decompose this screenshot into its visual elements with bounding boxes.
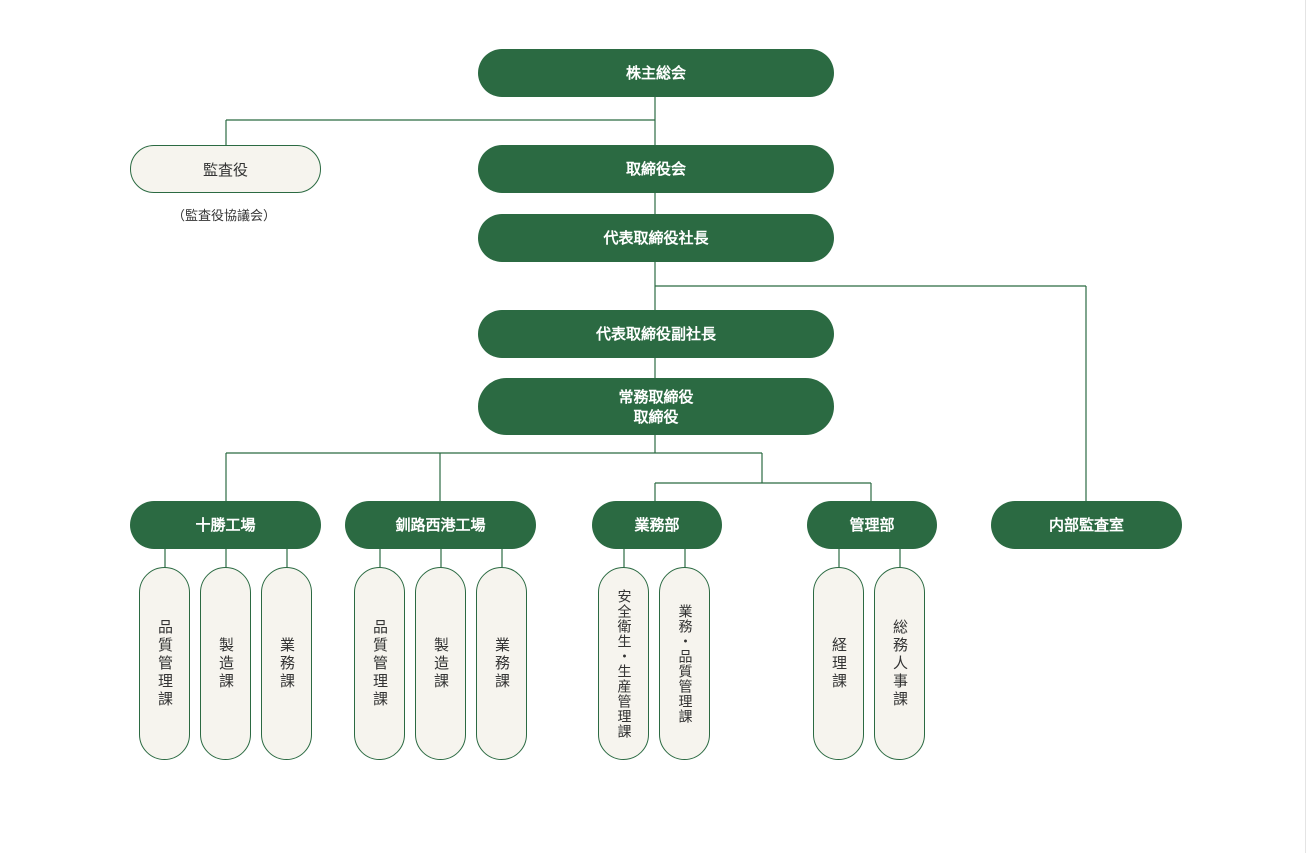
board-of-directors-label: 取締役会 (625, 160, 686, 178)
section-label: 品質管理課 (156, 618, 174, 709)
section-pill: 品質管理課 (139, 567, 190, 760)
section-pill: 安全衛生・生産管理課 (598, 567, 649, 760)
auditor-label: 監査役 (202, 160, 248, 179)
section-pill: 業務・品質管理課 (659, 567, 710, 760)
internal-audit-office-box: 内部監査室 (991, 501, 1182, 549)
director-label: 取締役 (633, 407, 679, 426)
section-label: 業務・品質管理課 (676, 603, 693, 724)
internal-audit-office-label: 内部監査室 (1048, 516, 1124, 534)
section-pill: 業務課 (476, 567, 527, 760)
managing-directors-box: 常務取締役 取締役 (478, 378, 834, 435)
administration-department-label: 管理部 (849, 516, 895, 534)
tokachi-factory-label: 十勝工場 (195, 516, 256, 534)
section-label: 安全衛生・生産管理課 (615, 588, 632, 739)
kushiro-nishiko-factory-label: 釧路西港工場 (395, 516, 486, 534)
auditor-box: 監査役 (130, 145, 321, 193)
section-pill: 経理課 (813, 567, 864, 760)
business-department-label: 業務部 (634, 516, 680, 534)
business-department-box: 業務部 (592, 501, 722, 549)
auditor-council-note: （監査役協議会） (172, 209, 277, 224)
section-pill: 業務課 (261, 567, 312, 760)
section-label: 総務人事課 (891, 618, 909, 709)
section-label: 製造課 (217, 636, 235, 691)
president-label: 代表取締役社長 (603, 229, 709, 247)
section-label: 品質管理課 (371, 618, 389, 709)
section-label: 業務課 (278, 636, 296, 691)
section-label: 業務課 (493, 636, 511, 691)
vice-president-label: 代表取締役副社長 (595, 325, 716, 343)
section-label: 製造課 (432, 636, 450, 691)
section-pill: 総務人事課 (874, 567, 925, 760)
shareholders-meeting-label: 株主総会 (625, 64, 686, 82)
shareholders-meeting-box: 株主総会 (478, 49, 834, 97)
president-box: 代表取締役社長 (478, 214, 834, 262)
vice-president-box: 代表取締役副社長 (478, 310, 834, 358)
section-pill: 品質管理課 (354, 567, 405, 760)
section-pill: 製造課 (200, 567, 251, 760)
kushiro-nishiko-factory-box: 釧路西港工場 (345, 501, 536, 549)
managing-director-label: 常務取締役 (618, 387, 694, 406)
page-edge-line (1305, 0, 1306, 853)
administration-department-box: 管理部 (807, 501, 937, 549)
section-label: 経理課 (830, 636, 848, 691)
section-pill: 製造課 (415, 567, 466, 760)
board-of-directors-box: 取締役会 (478, 145, 834, 193)
tokachi-factory-box: 十勝工場 (130, 501, 321, 549)
